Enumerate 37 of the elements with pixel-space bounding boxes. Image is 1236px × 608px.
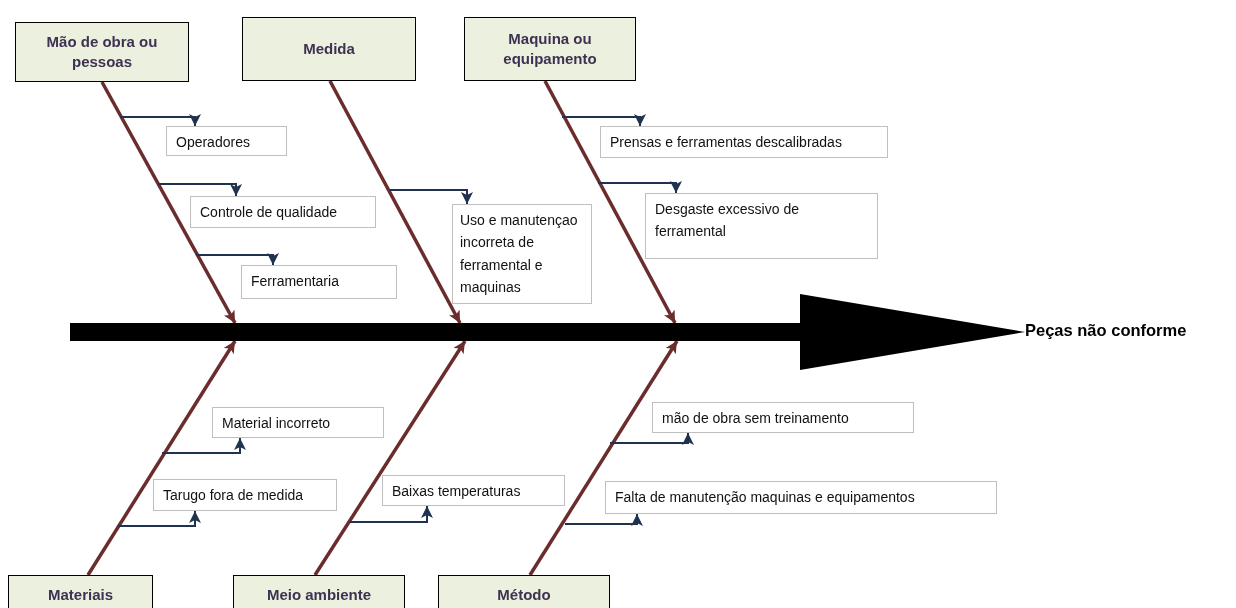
bone-arrow — [313, 340, 467, 576]
effect-label: Peças não conforme — [1025, 321, 1187, 340]
cause-box: mão de obra sem treinamento — [652, 402, 914, 433]
bone-arrow — [528, 340, 679, 576]
cause-box: Uso e manutençao incorreta de ferramental e maquinas — [452, 204, 592, 304]
category-box: Maquina ou equipamento — [464, 17, 636, 81]
arrow — [161, 437, 246, 454]
category-box: Materiais — [8, 575, 153, 608]
arrow — [157, 183, 242, 197]
cause-box: Operadores — [166, 126, 287, 156]
bone-arrow — [328, 80, 462, 324]
arrow — [609, 432, 694, 445]
category-box: Mão de obra ou pessoas — [15, 22, 189, 82]
cause-box: Tarugo fora de medida — [153, 479, 337, 511]
arrow — [561, 114, 646, 127]
bone-arrow — [100, 81, 237, 324]
cause-box: Material incorreto — [212, 407, 384, 438]
category-box: Método — [438, 575, 610, 608]
cause-box: Controle de qualidade — [190, 196, 376, 228]
spine-arrow — [735, 294, 1025, 370]
arrow — [117, 510, 201, 527]
spine-bar — [70, 323, 735, 341]
arrow — [389, 189, 473, 205]
cause-box: Ferramentaria — [241, 265, 397, 299]
cause-box: Baixas temperaturas — [382, 475, 565, 506]
cause-box: Prensas e ferramentas descalibradas — [600, 126, 888, 158]
arrow — [349, 505, 433, 523]
arrow — [195, 253, 279, 266]
arrow — [119, 114, 201, 127]
arrow — [564, 513, 643, 526]
arrow — [597, 181, 682, 194]
category-box: Medida — [242, 17, 416, 81]
bone-arrow — [86, 340, 237, 576]
bone-arrow — [543, 80, 677, 324]
category-box: Meio ambiente — [233, 575, 405, 608]
cause-box: Falta de manutenção maquinas e equipamentos — [605, 481, 997, 514]
cause-box: Desgaste excessivo de ferramental — [645, 193, 878, 259]
